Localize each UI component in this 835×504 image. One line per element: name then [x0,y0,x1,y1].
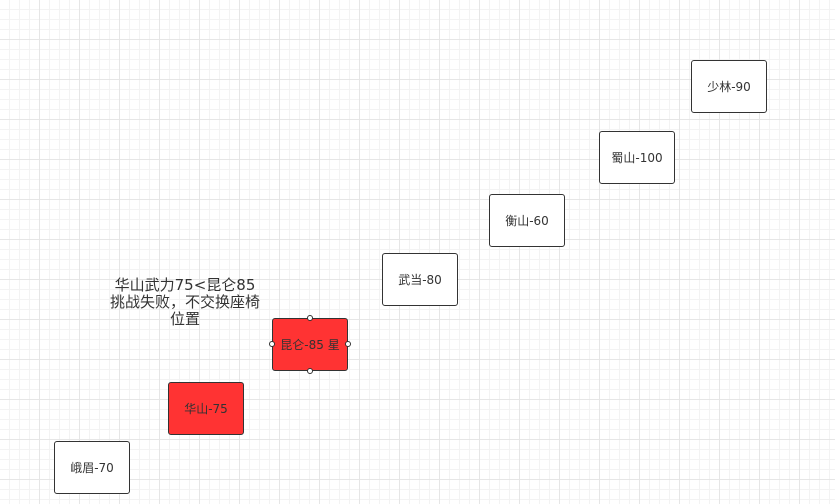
node-kunlun[interactable]: 昆仑-85 星 [272,318,348,371]
node-huashan-label: 华山-75 [184,402,228,416]
node-emei[interactable]: 峨眉-70 [54,441,130,494]
annotation-line-1: 华山武力75<昆仑85 [114,276,256,294]
node-shaolin[interactable]: 少林-90 [691,60,767,113]
node-hengshan-label: 衡山-60 [505,214,549,228]
annotation-text[interactable]: 华山武力75<昆仑85 挑战失败，不交换座椅 位置 [100,277,270,328]
node-wudang-label: 武当-80 [398,273,442,287]
resize-handle-top[interactable] [307,315,313,321]
node-shaolin-label: 少林-90 [707,80,751,94]
resize-handle-right[interactable] [345,341,351,347]
node-shushan[interactable]: 蜀山-100 [599,131,675,184]
node-shushan-label: 蜀山-100 [611,151,663,165]
annotation-line-3: 位置 [169,310,200,328]
node-huashan[interactable]: 华山-75 [168,382,244,435]
resize-handle-left[interactable] [269,341,275,347]
node-hengshan[interactable]: 衡山-60 [489,194,565,247]
resize-handle-bottom[interactable] [307,368,313,374]
annotation-line-2: 挑战失败，不交换座椅 [109,293,260,311]
node-kunlun-label: 昆仑-85 星 [280,338,340,352]
node-wudang[interactable]: 武当-80 [382,253,458,306]
node-emei-label: 峨眉-70 [70,461,114,475]
